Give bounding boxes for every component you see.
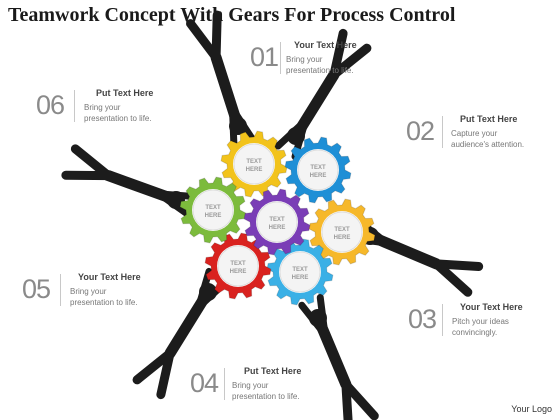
gear-label: HERE [246,167,263,173]
step-description: Bring your presentation to life. [70,286,162,308]
step-description: Bring your presentation to life. [286,54,378,76]
gear-hub-inner [256,201,298,243]
description-line: presentation to life. [286,66,354,75]
person-figure [298,294,379,420]
gear-label: HERE [230,269,247,275]
description-line: Bring your [84,103,121,112]
gear-label: TEXT [292,267,308,273]
divider [60,274,61,306]
page-title: Teamwork Concept With Gears For Process … [8,4,456,26]
gear-hub-inner [321,211,363,253]
head [167,191,185,209]
gear-purple: TEXT HERE [243,188,311,256]
divider [74,90,75,122]
description-line: Bring your [70,287,107,296]
description-line: audience's attention. [451,140,525,149]
head [229,117,247,135]
gear-hub-inner [279,251,321,293]
leg [156,348,175,400]
step-heading: Put Text Here [460,114,518,124]
gear-yellow: TEXT HERE [220,130,288,198]
gear-label: HERE [310,173,327,179]
person-figure [274,28,372,161]
gear-cyan: TEXT HERE [266,238,334,306]
gear-label: TEXT [269,217,285,223]
divider [224,368,225,400]
step-heading: Your Text Here [460,302,523,312]
gear-label: TEXT [205,205,221,211]
step-description: Bring your presentation to life. [84,102,176,124]
person-figure [61,144,200,220]
gear-green: TEXT HERE [179,176,247,244]
gear-blue: TEXT HERE [284,136,352,204]
logo: Your Logo [511,404,552,414]
leg [329,28,348,80]
description-line: convincingly. [452,328,498,337]
gear-red: TEXT HERE [204,232,272,300]
person-figure [186,10,257,150]
step-description: Pitch your ideas convincingly. [452,316,544,338]
description-line: Bring your [232,381,269,390]
gear-hub-inner [192,189,234,231]
step-number: 02 [406,116,435,146]
gear-label: HERE [334,235,351,241]
step-description: Bring your presentation to life. [232,380,324,402]
description-line: Capture your [451,129,498,138]
step-number: 03 [408,304,437,334]
divider [280,42,281,74]
divider [442,304,443,336]
gear-label: HERE [292,275,309,281]
head [287,127,305,145]
gear-label: HERE [269,225,286,231]
divider [442,116,443,148]
description-line: Pitch your ideas [452,317,509,326]
gear-hub-inner [233,143,275,185]
gear-orange: TEXT HERE [308,198,376,266]
gear-hub-inner [297,149,339,191]
gear-label: TEXT [310,165,326,171]
gear-label: HERE [205,213,222,219]
step-heading: Put Text Here [96,88,154,98]
description-line: presentation to life. [232,392,300,401]
head [199,283,217,301]
leg [341,379,379,420]
description-line: Bring your [286,55,323,64]
leg [186,19,221,62]
step-number: 06 [36,90,65,120]
step-number: 04 [190,368,219,398]
gear-hub-inner [217,245,259,287]
gear-label: TEXT [334,227,350,233]
step-heading: Put Text Here [244,366,302,376]
step-number: 01 [250,42,279,72]
step-description: Capture your audience's attention. [451,128,543,150]
step-number: 05 [22,274,51,304]
description-line: presentation to life. [70,298,138,307]
leg [431,259,484,271]
head [309,309,327,327]
gear-label: TEXT [246,159,262,165]
step-heading: Your Text Here [78,272,141,282]
step-heading: Your Text Here [294,40,357,50]
description-line: presentation to life. [84,114,152,123]
gears-layer: TEXT HERE TEXT HERE TEXT HERE TEXT HERE TEXT HERE… [179,130,376,306]
gear-label: TEXT [230,261,246,267]
